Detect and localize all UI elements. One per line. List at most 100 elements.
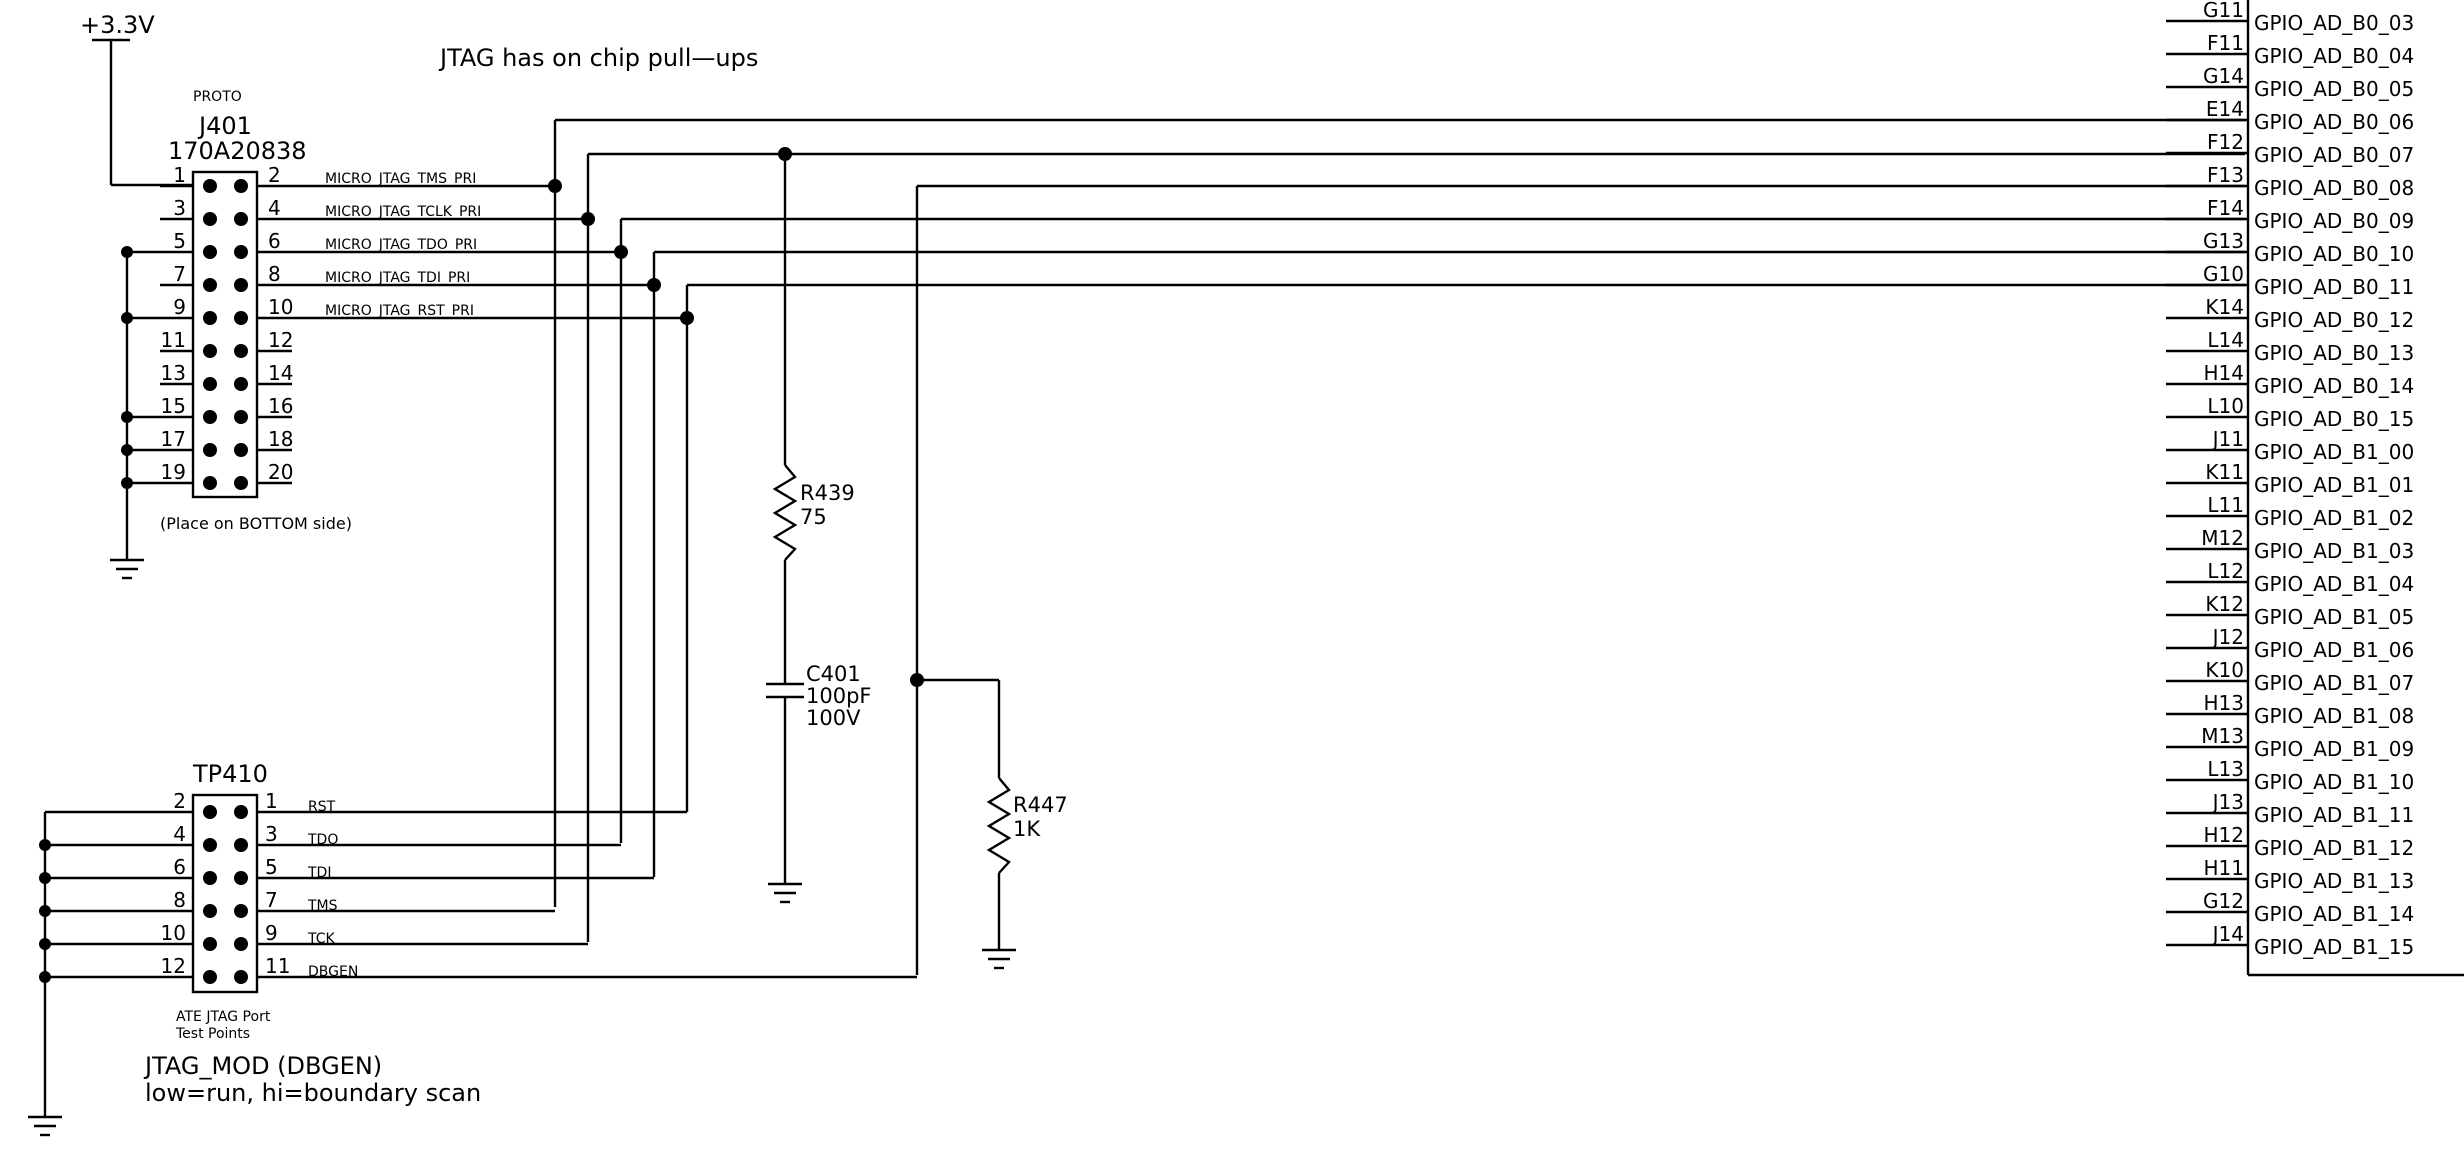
- mcu-pin-name: GPIO_AD_B0_03: [2254, 11, 2414, 35]
- r447-ref: R447: [1013, 793, 1068, 817]
- mcu-pin-ball: M12: [2201, 526, 2244, 550]
- net-labels: MICRO_JTAG_TMS_PRI MICRO_JTAG_TCLK_PRI M…: [325, 171, 481, 319]
- mcu-pin-name: GPIO_AD_B0_05: [2254, 77, 2414, 101]
- mcu-pin-name: GPIO_AD_B1_05: [2254, 605, 2414, 629]
- jtag-wiring: [257, 118, 2245, 975]
- r439-value: 75: [800, 505, 827, 529]
- tp410-pin-dot: [203, 805, 217, 819]
- mcu-pin-ball: K10: [2205, 658, 2244, 682]
- net-label-tdo: MICRO_JTAG_TDO_PRI: [325, 237, 477, 253]
- mcu-pin-ball: J11: [2211, 427, 2244, 451]
- j401-left-pin-number: 9: [173, 295, 186, 319]
- mcu-pin-ball: K14: [2205, 295, 2244, 319]
- mcu-pin-name: GPIO_AD_B1_04: [2254, 572, 2414, 596]
- j401-pin-dot: [234, 344, 248, 358]
- j401-note: (Place on BOTTOM side): [160, 514, 352, 533]
- j401-left-pin-number: 1: [173, 163, 186, 187]
- j401-pin-dot: [234, 476, 248, 490]
- mcu-pin-name: GPIO_AD_B1_02: [2254, 506, 2414, 530]
- mcu-pin-ball: F12: [2207, 130, 2244, 154]
- tp410-left-pin-number: 4: [173, 822, 186, 846]
- j401-pin-dot: [234, 311, 248, 325]
- mcu-pin-name: GPIO_AD_B0_10: [2254, 242, 2414, 266]
- ground-symbol-r447: [982, 948, 1016, 970]
- j401-pin-dot: [234, 377, 248, 391]
- tp410-pin-dot: [203, 871, 217, 885]
- mcu-pin-ball: L12: [2207, 559, 2244, 583]
- mcu-pin-name: GPIO_AD_B0_12: [2254, 308, 2414, 332]
- j401-left-pin-number: 5: [173, 229, 186, 253]
- j401-pin-dot: [234, 179, 248, 193]
- mcu-pin-name: GPIO_AD_B0_11: [2254, 275, 2414, 299]
- r439-resistor: R439 75: [772, 154, 855, 684]
- mcu-pin-name: GPIO_AD_B0_04: [2254, 44, 2414, 68]
- tp410-right-pin-number: 1: [265, 789, 278, 813]
- tp410-body: [191, 793, 259, 994]
- j401-pin-dot: [203, 410, 217, 424]
- mcu-pin-name: GPIO_AD_B0_08: [2254, 176, 2414, 200]
- tp410-signal-label: TDI: [307, 865, 331, 881]
- r447-value: 1K: [1013, 817, 1041, 841]
- tp410-signal-label: RST: [308, 799, 336, 815]
- mcu-pin-ball: L11: [2207, 493, 2244, 517]
- j401-right-pin-number: 18: [268, 427, 293, 451]
- j401-pin-dot: [203, 212, 217, 226]
- net-label-tms: MICRO_JTAG_TMS_PRI: [325, 171, 476, 187]
- mcu-pin-name: GPIO_AD_B1_06: [2254, 638, 2414, 662]
- tp410-left-pin-number: 8: [173, 888, 186, 912]
- j401-pin-dot: [203, 278, 217, 292]
- mcu-pin-name: GPIO_AD_B0_15: [2254, 407, 2414, 431]
- j401-pin-dot: [203, 443, 217, 457]
- tp410-right-pin-number: 7: [265, 888, 278, 912]
- j401-right-pin-number: 20: [268, 460, 293, 484]
- mcu-pin-name: GPIO_AD_B0_14: [2254, 374, 2414, 398]
- j401-left-pin-number: 7: [173, 262, 186, 286]
- j401-left-pin-number: 19: [161, 460, 186, 484]
- mcu-pin-ball: F13: [2207, 163, 2244, 187]
- j401-pin-dot: [203, 179, 217, 193]
- tp410-right-pin-number: 9: [265, 921, 278, 945]
- c401-ref: C401: [806, 662, 861, 686]
- r439-ref: R439: [800, 481, 855, 505]
- mcu-pin-ball: J14: [2211, 922, 2244, 946]
- j401-right-pin-number: 4: [268, 196, 281, 220]
- tp410-pin-dot: [234, 871, 248, 885]
- tp410-pin-dot: [234, 805, 248, 819]
- j401-part: 170A20838: [168, 137, 307, 165]
- mcu-pin-ball: H11: [2204, 856, 2245, 880]
- mcu-pin-name: GPIO_AD_B1_03: [2254, 539, 2414, 563]
- mcu-pin-name: GPIO_AD_B1_01: [2254, 473, 2414, 497]
- j401-pin-dot: [203, 311, 217, 325]
- ground-symbol-j401: [110, 558, 144, 580]
- j401-right-pin-number: 14: [268, 361, 293, 385]
- tp410-ref: TP410: [192, 760, 268, 788]
- tp410-pin-dot: [203, 970, 217, 984]
- j401-pin-dot: [234, 212, 248, 226]
- mcu-pin-name: GPIO_AD_B1_07: [2254, 671, 2414, 695]
- mcu-pin-ball: J12: [2211, 625, 2244, 649]
- mcu-symbol: G11GPIO_AD_B0_03F11GPIO_AD_B0_04G14GPIO_…: [2166, 0, 2464, 977]
- j401-pin-dot: [203, 245, 217, 259]
- j401-pin-dot: [234, 410, 248, 424]
- mcu-pin-ball: L10: [2207, 394, 2244, 418]
- j401-pin-dot: [203, 377, 217, 391]
- mcu-pin-name: GPIO_AD_B1_11: [2254, 803, 2414, 827]
- j401-pin-dot: [234, 443, 248, 457]
- j401-pin-dot: [203, 476, 217, 490]
- note-pullups: JTAG has on chip pull—ups: [438, 44, 758, 72]
- j401-right-pin-number: 6: [268, 229, 281, 253]
- tp410-signal-label: TMS: [307, 898, 338, 914]
- mcu-pin-ball: F11: [2207, 31, 2244, 55]
- tp410-pin-dot: [234, 937, 248, 951]
- tp410-pin-dot: [234, 904, 248, 918]
- tp410-signal-label: TCK: [307, 931, 336, 947]
- mcu-pin-ball: G11: [2203, 0, 2244, 22]
- j401-left-pin-number: 13: [161, 361, 186, 385]
- mcu-pin-ball: H12: [2204, 823, 2245, 847]
- net-label-tdi: MICRO_JTAG_TDI_PRI: [325, 270, 470, 286]
- mcu-pin-name: GPIO_AD_B1_12: [2254, 836, 2414, 860]
- mcu-pin-name: GPIO_AD_B1_14: [2254, 902, 2414, 926]
- j401-left-pin-number: 17: [161, 427, 186, 451]
